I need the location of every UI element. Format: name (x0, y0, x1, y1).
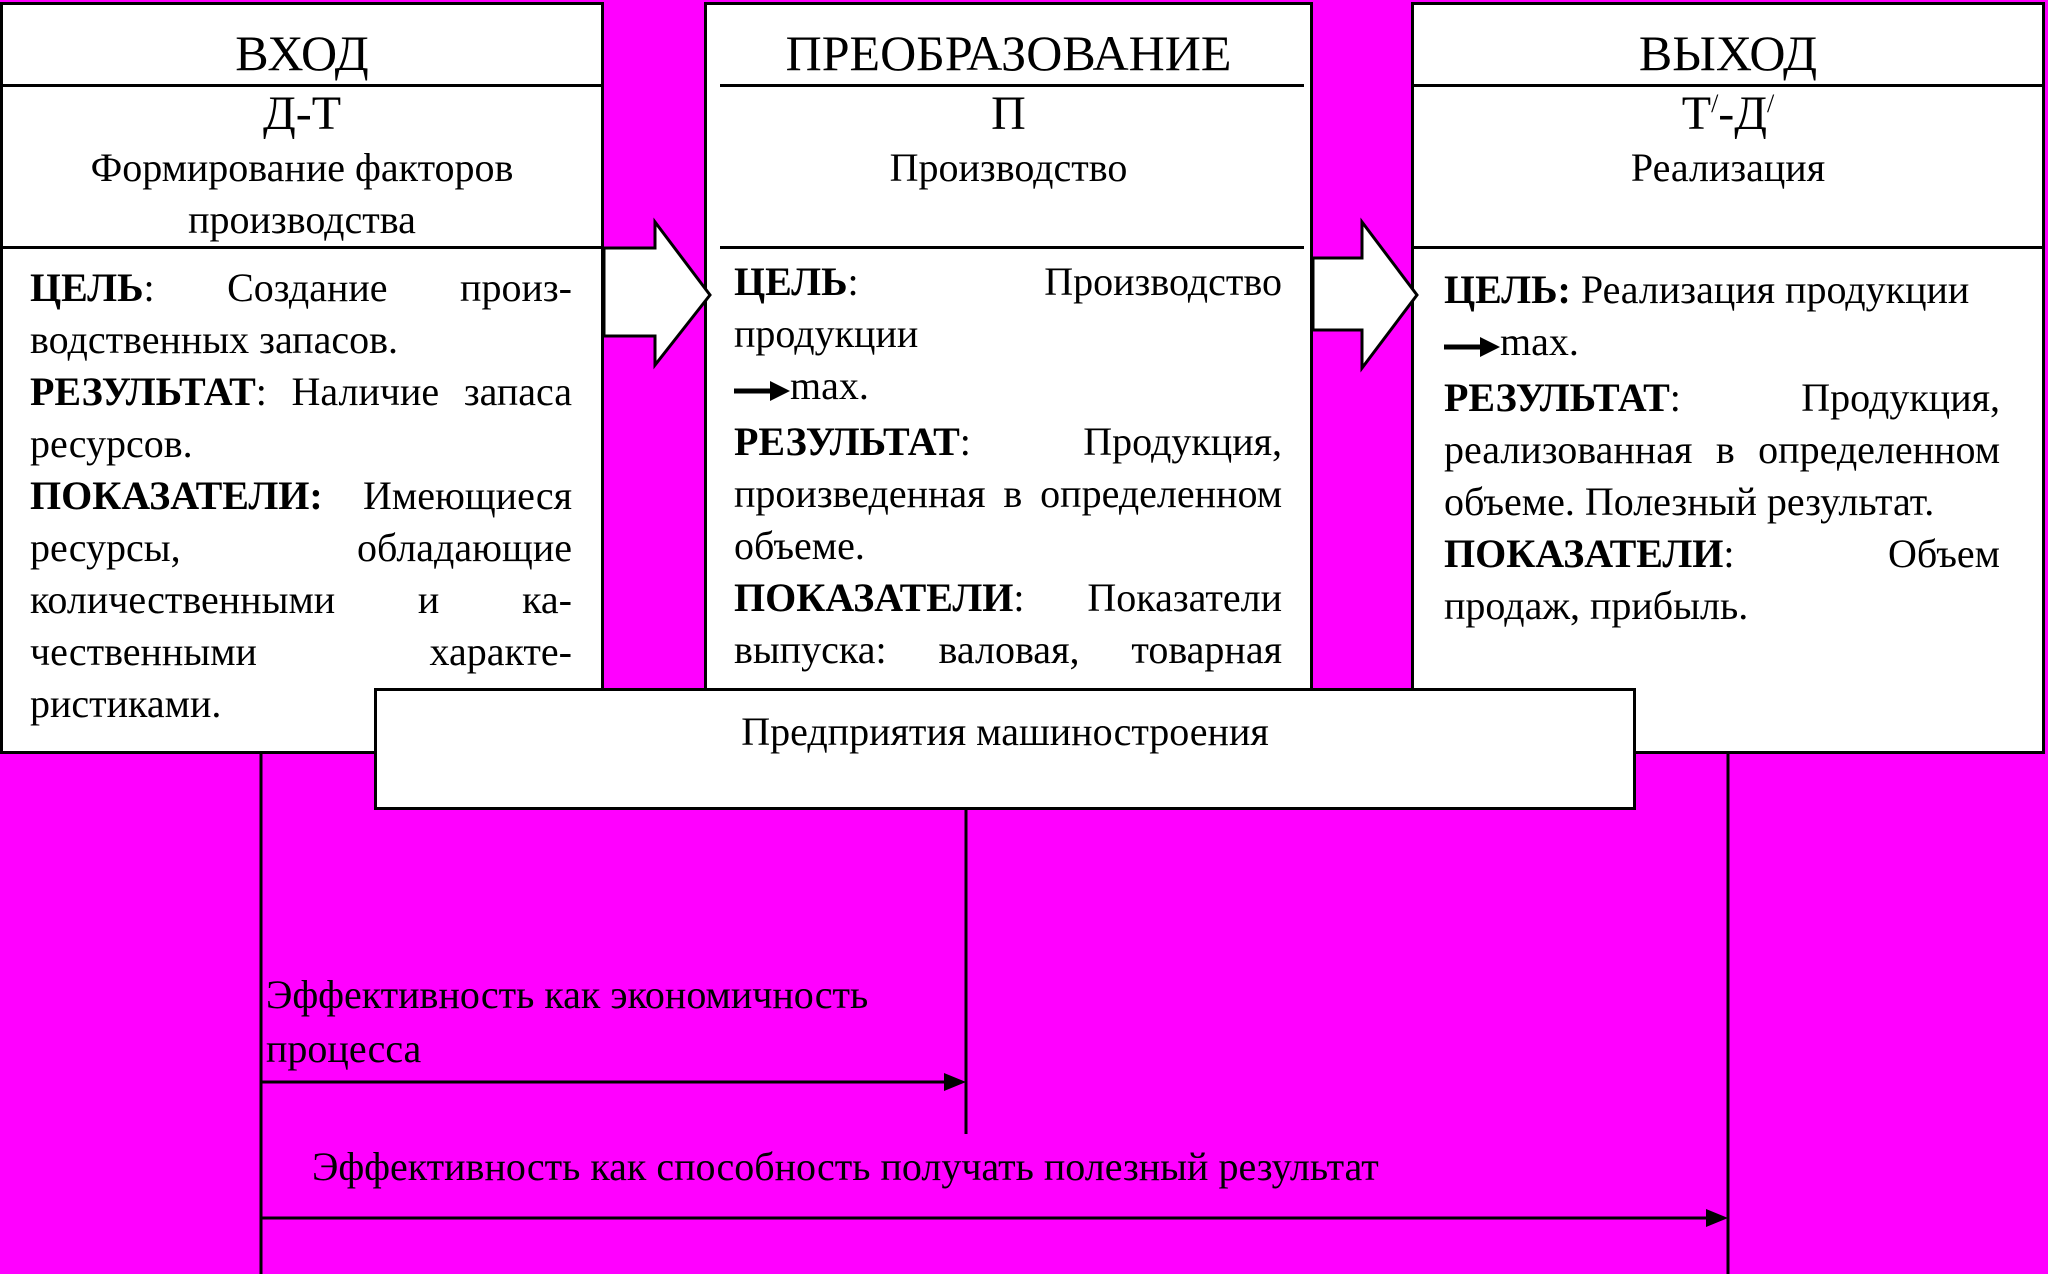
stage-input-result-label: РЕЗУЛЬТАТ (30, 369, 256, 414)
stage-input-header: ВХОД (235, 25, 369, 81)
efficiency-economy-label: Эффективность как экономичность процесса (266, 968, 966, 1076)
arrow-right-icon (734, 364, 790, 416)
stage-transform-body-divider (720, 246, 1304, 249)
stage-input-body-divider (0, 246, 604, 249)
stage-transform-result-text: : Продукция, произведенная в опреде­ленн… (734, 418, 1282, 568)
stage-transform-formula: П (991, 87, 1026, 140)
stage-transform-goal-text: : Производство продукции (734, 259, 1282, 356)
stage-output-formula: Т/-Д/ (1411, 90, 2045, 138)
stage-transform-box (704, 2, 1313, 692)
stage-input-description-line-2: производства (188, 197, 416, 242)
stage-transform-description-line-1: Производство (889, 145, 1128, 190)
enterprise-label: Предприятия машиностроения (741, 709, 1269, 754)
stage-input-box (0, 2, 604, 754)
stage-transform-description: Производство (704, 142, 1313, 194)
stage-input-description-line-1: Формирование факторов (90, 145, 514, 190)
block-arrow-input-to-transform (602, 217, 712, 370)
stage-input-description: Формирование факторов производства (0, 142, 604, 246)
stage-transform-goal-label: ЦЕЛЬ (734, 259, 848, 304)
stage-output-goal-text: Реализация про­дукции (1580, 267, 1970, 312)
stage-transform-header: ПРЕОБРАЗОВАНИЕ (785, 25, 1232, 81)
stage-output-formula-main: Т (1681, 87, 1712, 140)
stage-output-result-text: : Продукция, реализованная в определен­н… (1444, 374, 2000, 524)
stage-output-description: Реализация (1411, 142, 2045, 194)
arrow-right-icon (1444, 320, 1500, 372)
stage-output-indicators-text: : Объем продаж, прибыль. (1444, 530, 2000, 628)
stage-transform-result-label: РЕЗУЛЬТАТ (734, 418, 960, 464)
stage-input-formula: Д-Т (262, 87, 342, 140)
stage-output-header-divider (1411, 84, 2045, 87)
stage-transform-header-divider (720, 84, 1304, 87)
stage-transform-content: ЦЕЛЬ: Производство продукции max. РЕЗУЛЬ… (734, 256, 1282, 728)
stage-input-goal-text: : Создание произ­водственных запасов. (30, 265, 572, 362)
efficiency-economy-line-1: Эффективность как экономичность (266, 972, 869, 1017)
stage-output-formula-dash: -Д (1718, 87, 1768, 140)
enterprise-box (374, 688, 1636, 810)
stage-output-goal-label: ЦЕЛЬ: (1444, 267, 1571, 312)
efficiency-useful-label: Эффективность как способность получать п… (312, 1144, 1379, 1189)
economy-arrow-head (944, 1073, 966, 1091)
stage-input-result-text: : Наличие запаса ресурсов. (30, 369, 572, 466)
stage-output-header: ВЫХОД (1638, 25, 1818, 81)
stage-transform-goal-suffix: max. (790, 363, 869, 408)
stage-output-formula-prime-1: / (1711, 89, 1719, 118)
stage-input-goal-label: ЦЕЛЬ (30, 265, 144, 310)
stage-input-content: ЦЕЛЬ: Создание произ­водственных запасов… (30, 262, 572, 730)
stage-output-content: ЦЕЛЬ: Реализация про­дукции max. РЕЗУЛЬТ… (1444, 264, 2000, 632)
stage-output-description-line-1: Реализация (1630, 145, 1826, 190)
block-arrow-transform-to-output (1311, 217, 1419, 373)
stage-output-box (1411, 2, 2045, 754)
useful-arrow-head (1706, 1209, 1728, 1227)
stage-input-header-divider (0, 84, 604, 87)
stage-input-indicators-label: ПОКАЗАТЕЛИ: (30, 473, 323, 518)
stage-output-result-label: РЕЗУЛЬТАТ (1444, 374, 1670, 420)
stage-transform-indicators-label: ПОКАЗАТЕЛИ (734, 574, 1014, 620)
stage-output-goal-suffix: max. (1500, 319, 1579, 364)
stage-output-formula-prime-2: / (1767, 89, 1775, 118)
stage-input-indicators-text: Имеющи­еся ресурсы, обладающие количеств… (30, 473, 572, 726)
stage-output-body-divider (1411, 246, 2045, 249)
efficiency-economy-line-2: процесса (266, 1026, 422, 1071)
stage-output-indicators-label: ПОКАЗАТЕЛИ (1444, 530, 1724, 576)
